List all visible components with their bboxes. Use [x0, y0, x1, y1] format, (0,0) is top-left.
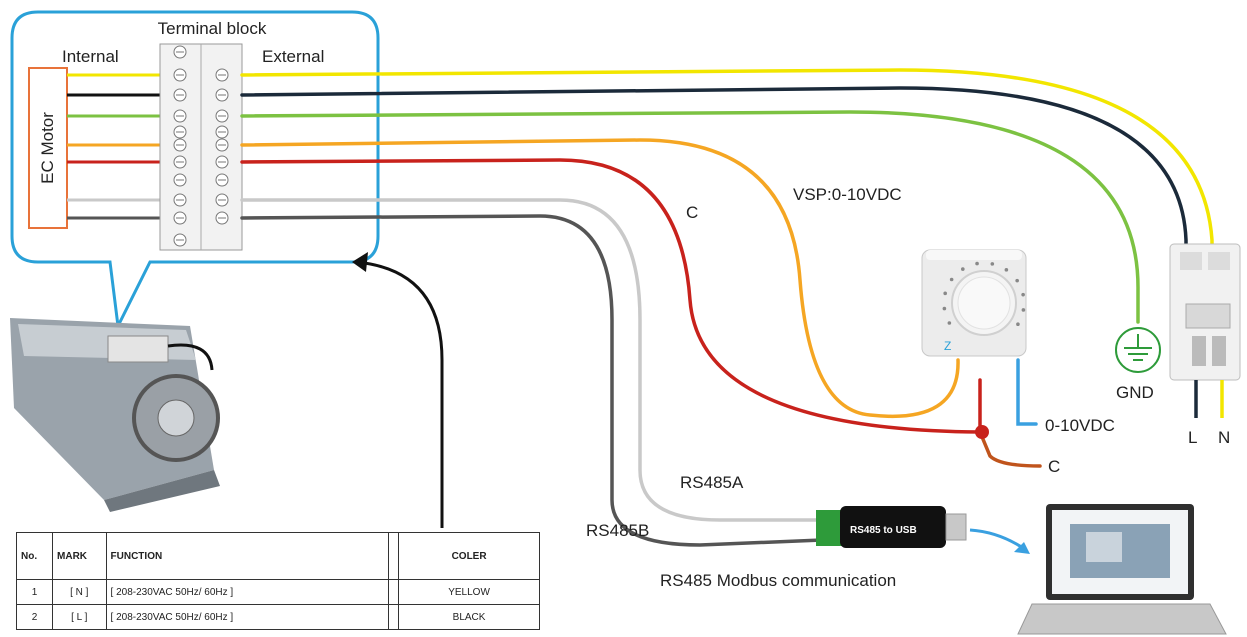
external-wires	[240, 68, 1214, 547]
wire-black	[240, 86, 1188, 260]
usb-adapter-label: RS485 to USB	[850, 525, 917, 536]
rs485-usb-adapter: RS485 to USB	[816, 506, 967, 548]
col-blank	[388, 532, 400, 580]
speed-controller: Z	[921, 249, 1027, 357]
arrowhead-icon	[352, 252, 368, 272]
dial-tick	[943, 291, 947, 296]
v010-label: 0-10VDC	[1045, 416, 1115, 435]
terminal-screws	[173, 45, 229, 247]
dial-tick	[961, 267, 965, 271]
rs485a-label: RS485A	[680, 473, 744, 492]
wire-red	[240, 158, 982, 434]
dial-tick	[1021, 292, 1025, 297]
wire-orange	[240, 138, 960, 418]
dial-tick	[1015, 278, 1019, 283]
laptop-icon	[1017, 504, 1227, 635]
col-function: FUNCTION	[105, 532, 390, 580]
table-row: 2 [ L ] [ 208-230VAC 50Hz/ 60Hz ] BLACK	[15, 604, 540, 630]
dial-tick	[990, 262, 995, 266]
table-row: 1 [ N ] [ 208-230VAC 50Hz/ 60Hz ] YELLOW	[15, 579, 540, 605]
vsp-label: VSP:0-10VDC	[793, 185, 902, 204]
ground-icon	[1115, 327, 1161, 373]
dial-tick	[1004, 268, 1009, 272]
wire-yellow	[240, 68, 1214, 260]
col-no: No.	[15, 532, 54, 580]
usb-arrowhead-icon	[1014, 542, 1030, 554]
n-label: N	[1218, 428, 1230, 447]
wire-brown	[978, 430, 1042, 468]
ec-motor-box	[28, 67, 68, 229]
ec-motor-label: EC Motor	[38, 112, 57, 184]
wire-green	[240, 110, 1140, 324]
pointer-arrow	[355, 260, 444, 528]
dial-tick	[947, 321, 952, 325]
modbus-label: RS485 Modbus communication	[660, 571, 896, 590]
dial-ticks	[942, 261, 1026, 326]
dial-tick	[942, 306, 947, 311]
svg-text:Z: Z	[944, 339, 951, 353]
table-header-row: No. MARK FUNCTION COLER	[15, 532, 540, 580]
dial-tick	[1021, 308, 1026, 312]
wire-function-table: No. MARK FUNCTION COLER 1 [ N ] [ 208-23…	[15, 532, 540, 630]
c-red-label: C	[686, 203, 698, 222]
ec-fan-image	[10, 318, 220, 512]
junction-dot	[975, 425, 989, 439]
wire-light-gray	[240, 198, 824, 522]
internal-wires	[67, 73, 160, 220]
internal-label: Internal	[62, 47, 119, 66]
dial-tick	[1016, 322, 1020, 326]
col-mark: MARK	[52, 532, 107, 580]
dial-tick	[975, 261, 979, 266]
c-out-label: C	[1048, 457, 1060, 476]
l-label: L	[1188, 428, 1197, 447]
dial-tick	[949, 277, 954, 282]
terminal-block	[159, 43, 243, 251]
terminal-block-title: Terminal block	[158, 19, 267, 38]
rs485b-label: RS485B	[586, 521, 649, 540]
circuit-breaker	[1169, 243, 1241, 418]
external-label: External	[262, 47, 324, 66]
wire-blue	[1016, 358, 1038, 426]
wire-dark-gray	[240, 214, 824, 547]
col-color: COLER	[398, 532, 540, 580]
usb-link-arrow	[969, 528, 1027, 552]
gnd-label: GND	[1116, 383, 1154, 402]
